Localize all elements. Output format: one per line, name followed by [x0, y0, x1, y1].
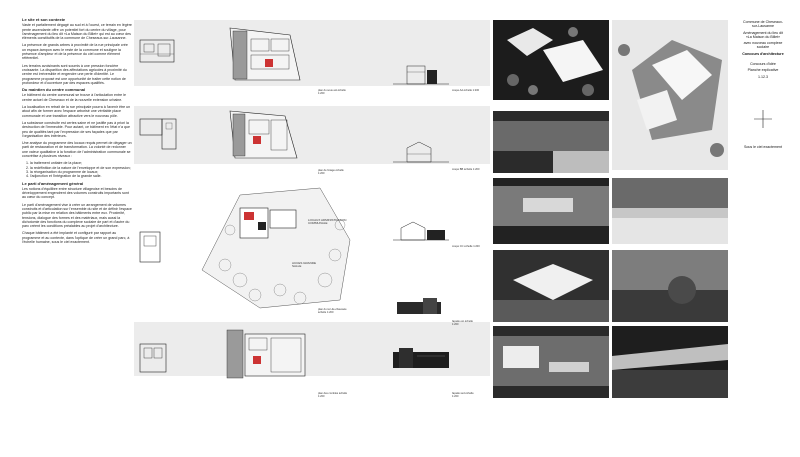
small-plan-4 — [139, 343, 167, 373]
list-item: l'adjonction et l'intégration de la gran… — [30, 174, 132, 178]
caption: coupe BB échelle 1:200 — [452, 168, 480, 171]
floor-plan-1 — [229, 27, 301, 81]
caption: coupe CC échelle 1:200 — [452, 245, 480, 248]
paragraph: La localisation en retrait de la rue pri… — [22, 105, 131, 118]
paragraph: Les notions d'équilibre entre structure … — [22, 186, 129, 200]
site-plan — [201, 187, 351, 309]
motto: Sous le ciel exactement — [744, 145, 782, 149]
paragraph: La présence de grands arbres à proximité… — [22, 43, 128, 61]
title-line: 1.12.3 — [758, 74, 768, 79]
paragraph: Une analyse du programme des locaux requ… — [22, 141, 132, 159]
list-item: la traitement unitaire de la place; — [30, 161, 132, 165]
caption: façade sud échelle 1:200 — [452, 392, 474, 398]
title-line: Planche explicative — [747, 68, 779, 73]
section-title: Le parti d'aménagement général — [22, 180, 84, 186]
render-perspective-3 — [612, 326, 728, 398]
elevation-2 — [393, 348, 449, 368]
small-plan-1 — [139, 39, 175, 63]
render-perspective-2 — [612, 250, 728, 322]
title-block: Commune de Cheseaux-sur-Lausanne Aménage… — [742, 20, 784, 81]
caption: façade est échelle 1:200 — [452, 320, 473, 326]
render-aerial — [612, 20, 728, 170]
description-text: Le site et son contexte Vaste et parfait… — [22, 17, 132, 247]
title-line: Commune de Cheseaux-sur-Lausanne — [743, 20, 783, 29]
paragraph: Le bâtiment du centre communal se trouve… — [22, 93, 126, 102]
paragraph: Vaste et parfaitement dégagé au sud et à… — [22, 23, 132, 41]
caption: plan du rez-de-chaussée échelle 1:200 — [318, 308, 347, 314]
caption: plan de l'étage échelle 1:200 — [318, 169, 344, 175]
paragraph: Chaque bâtiment a été implanté et config… — [22, 231, 130, 245]
section-3 — [393, 221, 449, 241]
caption: plan du sous-sol échelle 1:200 — [318, 89, 346, 95]
list-item: la réorganisation du programme de locaux… — [30, 170, 132, 174]
section-1 — [393, 65, 449, 85]
paragraph: La substance construite est certes saine… — [22, 120, 130, 138]
list-item: la redéfinition de la nature de l'envelo… — [30, 166, 132, 170]
render-model-2 — [493, 111, 609, 173]
section-title: Du maintien du centre communal — [22, 87, 86, 93]
section-2 — [393, 141, 449, 163]
label-salle: ACCES GRANDE SALLE — [292, 261, 317, 268]
render-perspective-1 — [612, 178, 728, 244]
render-model-5 — [493, 326, 609, 398]
section-title: Le site et son contexte — [22, 17, 66, 22]
caption: plan des combles échelle 1:200 — [318, 392, 348, 398]
small-plan-3 — [139, 231, 161, 263]
floor-plan-2 — [229, 110, 298, 159]
small-plan-2 — [139, 118, 177, 150]
floor-plan-4 — [226, 329, 306, 379]
program-list: la traitement unitaire de la place; la r… — [30, 161, 132, 178]
render-model-1 — [493, 20, 609, 100]
paragraph: Les terrains avoisinants sont soumis à u… — [22, 63, 127, 85]
row-band — [134, 106, 490, 164]
title-line: Concours d'idée — [750, 62, 776, 67]
paragraph: Le parti d'aménagement vise à créer un a… — [22, 202, 132, 229]
title-line: avec nouveau complexe scolaire — [743, 41, 783, 50]
elevation-1 — [397, 298, 441, 314]
title-line: Aménagement du lieu dit «La Maison du Bi… — [743, 30, 783, 39]
caption: coupe AA échelle 1:200 — [452, 89, 480, 92]
title-line: Concours d'architecture — [742, 51, 784, 56]
render-model-4 — [493, 250, 609, 322]
north-arrow-icon — [754, 110, 772, 128]
label-admin: LOCAUX ADMINISTRATION COMMUNALE — [308, 218, 347, 225]
render-model-3 — [493, 178, 609, 244]
